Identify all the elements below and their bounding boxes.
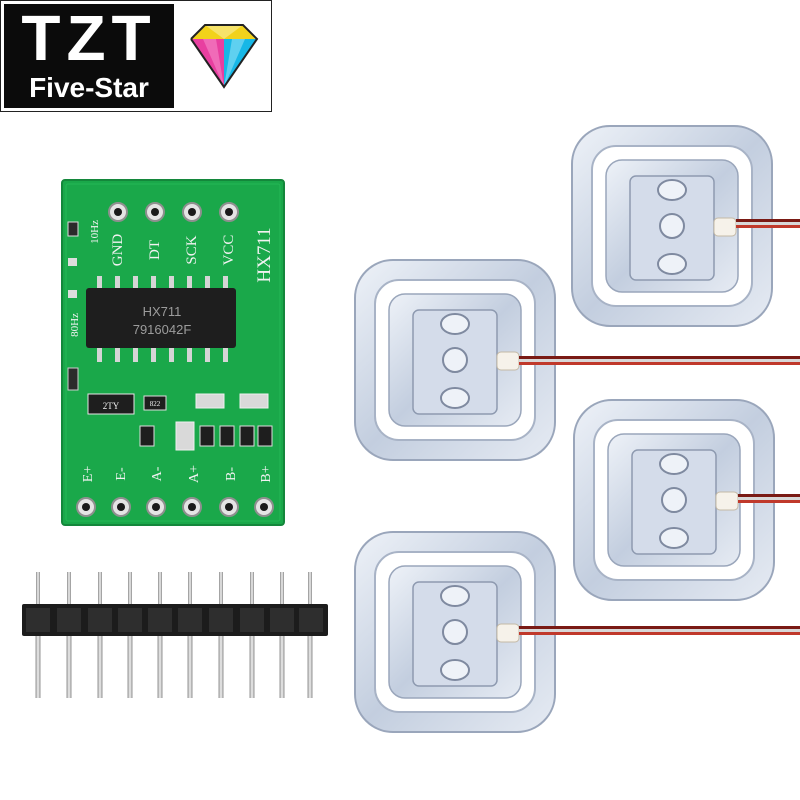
label-10hz: 10Hz [89, 220, 101, 244]
chip-code: 7916042F [133, 322, 192, 337]
label-80hz: 80Hz [69, 313, 81, 337]
load-cell-bottom-left [354, 531, 800, 733]
hx711-chip: HX711 7916042F [86, 276, 236, 362]
logo-line2: Five-Star [29, 72, 149, 103]
pin-label-vcc: VCC [221, 235, 237, 266]
pin-label-e-plus: E+ [81, 466, 96, 483]
pin-label-sck: SCK [184, 235, 200, 264]
pin-label-b-plus: B+ [259, 465, 274, 482]
pin-label-dt: DT [147, 240, 163, 260]
transistor-label: 2TY [103, 401, 120, 411]
pin-label-gnd: GND [110, 234, 126, 267]
brand-logo: TZT Five-Star [0, 0, 272, 112]
chip-model: HX711 [143, 304, 182, 319]
load-cell-middle-right [573, 399, 800, 601]
pin-label-e-minus: E- [114, 467, 129, 481]
bottom-pin-holes [76, 497, 274, 517]
board-title: HX711 [254, 227, 275, 282]
load-cell-top-right [571, 125, 800, 327]
header-pin-strip [22, 572, 328, 698]
pin-label-a-plus: A+ [187, 465, 202, 483]
top-pin-holes [108, 202, 239, 222]
logo-black-panel: TZT Five-Star [4, 4, 174, 108]
pin-label-b-minus: B- [224, 467, 239, 481]
hx711-board: GND DT SCK VCC HX711 10Hz 80Hz H [61, 179, 285, 526]
pin-label-a-minus: A- [150, 466, 165, 481]
load-cell-middle-left [354, 259, 800, 461]
resistor-label: 822 [150, 400, 161, 408]
diamond-icon [190, 24, 259, 89]
logo-line1: TZT [21, 2, 157, 74]
